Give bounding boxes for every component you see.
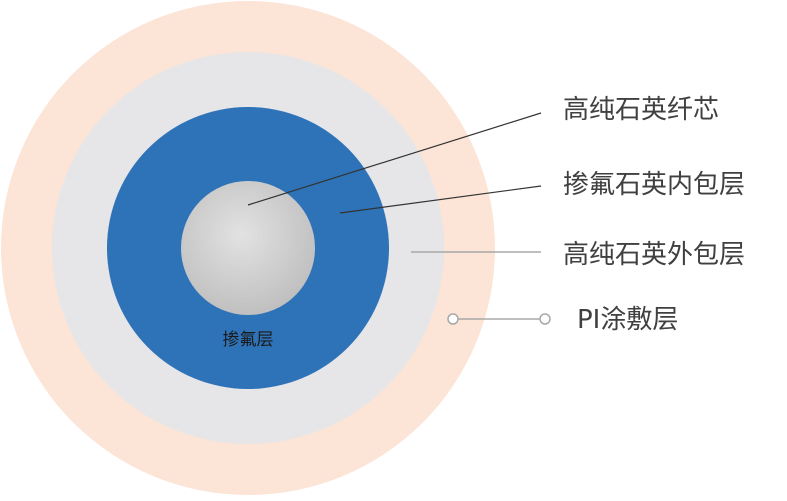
coating-leader-end-dot: [539, 313, 551, 325]
inner-cladding-leader-line: [339, 185, 542, 214]
coating-leader-start-dot: [447, 313, 459, 325]
inner-cladding-label: 掺氟石英内包层: [563, 170, 745, 200]
core-layer: [181, 181, 315, 315]
doped-layer-label: 掺氟层: [223, 330, 274, 350]
coating-label: PI涂敷层: [577, 305, 678, 335]
core-leader-line: [247, 112, 542, 206]
core-label: 高纯石英纤芯: [563, 95, 719, 125]
outer-cladding-label: 高纯石英外包层: [563, 240, 745, 270]
